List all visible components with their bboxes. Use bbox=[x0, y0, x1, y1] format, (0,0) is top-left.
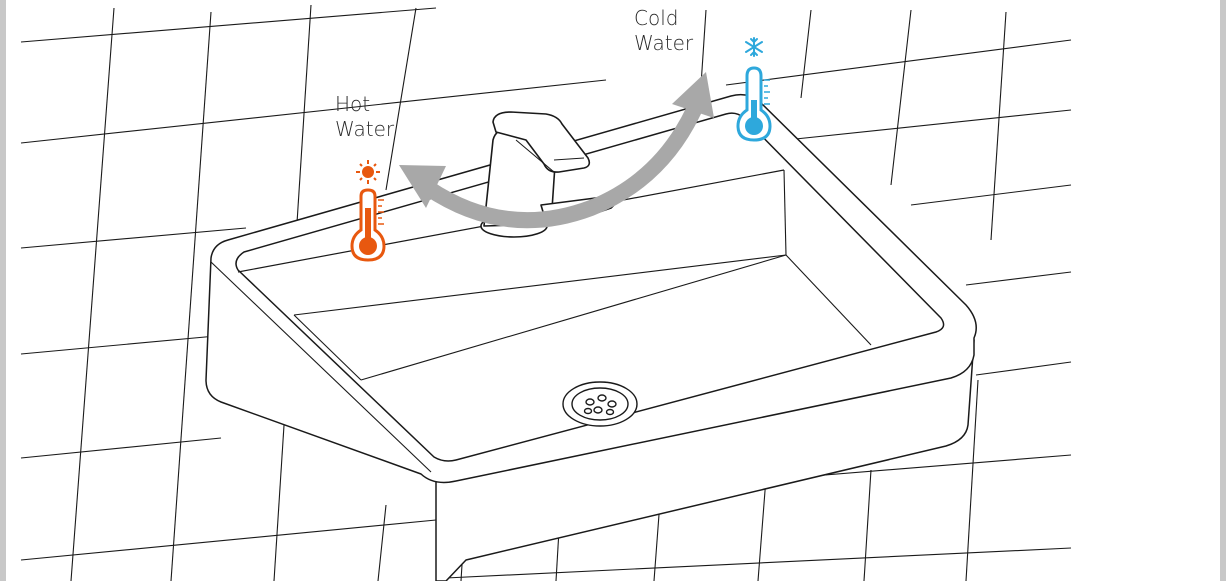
cold-label-line1: Cold bbox=[634, 6, 679, 30]
hot-water-label: Hot Water bbox=[335, 92, 394, 142]
cold-thermometer bbox=[736, 37, 772, 142]
sun-icon bbox=[356, 160, 380, 184]
thermometer-icon bbox=[736, 66, 772, 142]
cold-label-line2: Water bbox=[634, 31, 694, 55]
thermometer-icon bbox=[350, 188, 386, 262]
curved-double-arrow-icon bbox=[399, 72, 714, 229]
hot-thermometer bbox=[350, 160, 386, 262]
basin bbox=[205, 93, 977, 581]
illustration bbox=[20, 4, 1072, 581]
hot-label-line1: Hot bbox=[335, 92, 371, 116]
drain bbox=[562, 381, 638, 427]
snowflake-icon bbox=[745, 37, 763, 57]
hot-label-line2: Water bbox=[335, 117, 395, 141]
cold-water-label: Cold Water bbox=[634, 6, 693, 56]
